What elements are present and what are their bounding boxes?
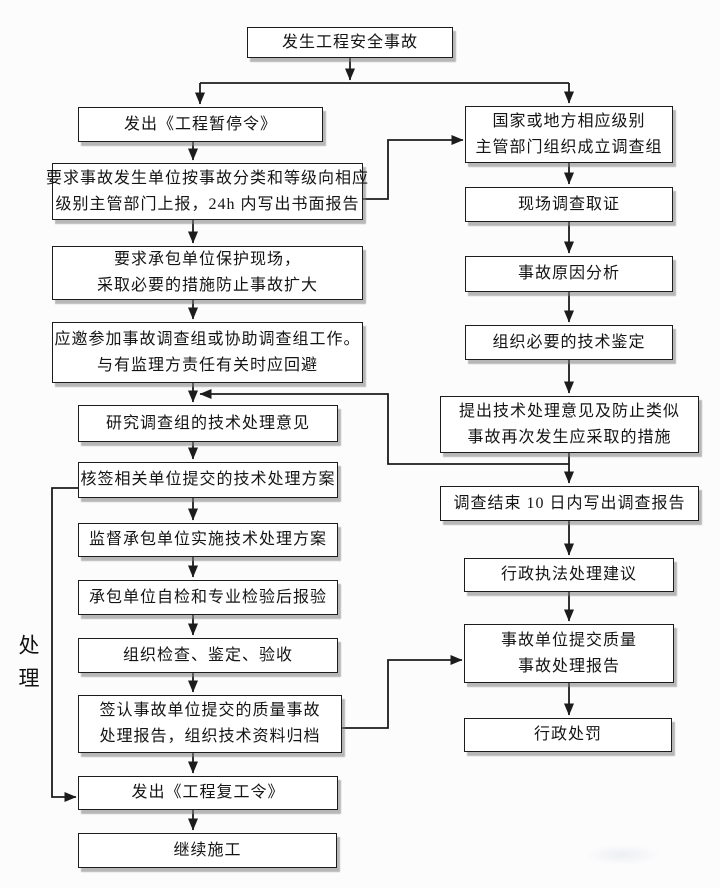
flow-node-text: 提出技术处理意见及防止类似 (458, 402, 680, 420)
flow-node-supervise-plan-implementation: 监督承包单位实施技术处理方案 (78, 523, 338, 557)
side-label-handling: 处理 (16, 634, 40, 700)
flow-node-report-within-10-days: 调查结束 10 日内写出调查报告 (440, 486, 699, 521)
flow-node-propose-handling-measures: 提出技术处理意见及防止类似事故再次发生应采取的措施 (440, 396, 699, 453)
flow-node-organize-check-acceptance: 组织检查、鉴定、验收 (78, 638, 338, 673)
flow-node-text: 研究调查组的技术处理意见 (105, 414, 310, 432)
flow-node-text: 主管部门组织成立调查组 (475, 138, 663, 156)
flow-node-sign-report-and-archive: 签认事故单位提交的质量事故处理报告，组织技术资料归档 (78, 695, 342, 753)
flow-node-text: 采取必要的措施防止事故扩大 (96, 277, 318, 294)
watermark-smudge (584, 844, 662, 866)
flow-node-text: 监督承包单位实施技术处理方案 (88, 531, 327, 549)
flow-node-text: 国家或地方相应级别 (492, 112, 646, 130)
flow-node-issue-resume-order: 发出《工程复工令》 (78, 776, 338, 810)
flow-node-issue-suspension-order: 发出《工程暂停令》 (78, 107, 323, 142)
flow-node-text: 事故处理报告 (517, 657, 620, 675)
flow-node-form-investigation-team: 国家或地方相应级别主管部门组织成立调查组 (465, 106, 673, 163)
connector-sign-report-to-submit-report (342, 655, 463, 729)
flow-node-text: 要求事故发生单位按事故分类和等级向相应 (46, 169, 370, 187)
flow-node-text: 处理报告，组织技术资料归档 (99, 728, 321, 745)
connector-report-to-investigation-team (363, 135, 464, 200)
flow-node-text: 现场调查取证 (517, 195, 620, 213)
flow-node-text: 签认事故单位提交的质量事故 (99, 702, 321, 720)
flow-node-report-within-24h: 要求事故发生单位按事故分类和等级向相应级别主管部门上报，24h 内写出书面报告 (46, 163, 368, 220)
flow-node-study-technical-opinions: 研究调查组的技术处理意见 (78, 405, 338, 442)
flow-node-text: 继续施工 (173, 841, 242, 859)
flow-node-text: 级别主管部门上报，24h 内写出书面报告 (55, 195, 360, 213)
flow-node-text: 事故原因分析 (517, 265, 620, 283)
flow-node-enforcement-suggestions: 行政执法处理建议 (464, 558, 674, 592)
flow-node-text: 组织必要的技术鉴定 (492, 333, 646, 351)
flow-node-contractor-self-inspection: 承包单位自检和专业检验后报验 (78, 580, 338, 615)
connector-countersign-to-resume-order (51, 487, 78, 802)
flow-node-administrative-penalty: 行政处罚 (464, 718, 672, 752)
flow-node-text: 行政处罚 (533, 726, 602, 744)
flow-node-text: 调查结束 10 日内写出调查报告 (453, 494, 686, 512)
flow-node-text: 事故再次发生应采取的措施 (467, 428, 672, 446)
flow-node-text: 组织检查、鉴定、验收 (122, 646, 293, 664)
flow-node-text: 与有监理方责任有关时应回避 (96, 356, 318, 374)
flow-node-accident-cause-analysis: 事故原因分析 (465, 256, 673, 292)
flow-node-join-investigation-team: 应邀参加事故调查组或协助调查组工作。与有监理方责任有关时应回避 (52, 322, 363, 383)
flow-node-continue-construction: 继续施工 (78, 833, 337, 868)
flow-node-text: 应邀参加事故调查组或协助调查组工作。 (54, 330, 361, 348)
flow-node-countersign-technical-plan: 核签相关单位提交的技术处理方案 (78, 462, 338, 498)
flow-node-text: 核签相关单位提交的技术处理方案 (80, 471, 336, 489)
flow-node-text: 发出《工程暂停令》 (123, 115, 277, 133)
flow-node-site-evidence-collection: 现场调查取证 (465, 187, 673, 222)
flow-node-text: 发生工程安全事故 (281, 33, 418, 51)
flow-node-text: 行政执法处理建议 (500, 566, 637, 584)
connector-measures-to-study-opinions (199, 389, 569, 465)
flow-node-submit-quality-accident-report: 事故单位提交质量事故处理报告 (464, 624, 674, 683)
flow-node-text: 要求承包单位保护现场， (113, 251, 301, 269)
flow-node-start: 发生工程安全事故 (247, 27, 453, 58)
flow-node-protect-site: 要求承包单位保护现场， 采取必要的措施防止事故扩大 (52, 246, 363, 300)
flow-node-text: 事故单位提交质量 (500, 631, 637, 649)
flow-node-text: 承包单位自检和专业检验后报验 (88, 588, 327, 606)
flow-node-necessary-technical-appraisal: 组织必要的技术鉴定 (465, 325, 673, 360)
flow-node-text: 发出《工程复工令》 (131, 784, 285, 802)
